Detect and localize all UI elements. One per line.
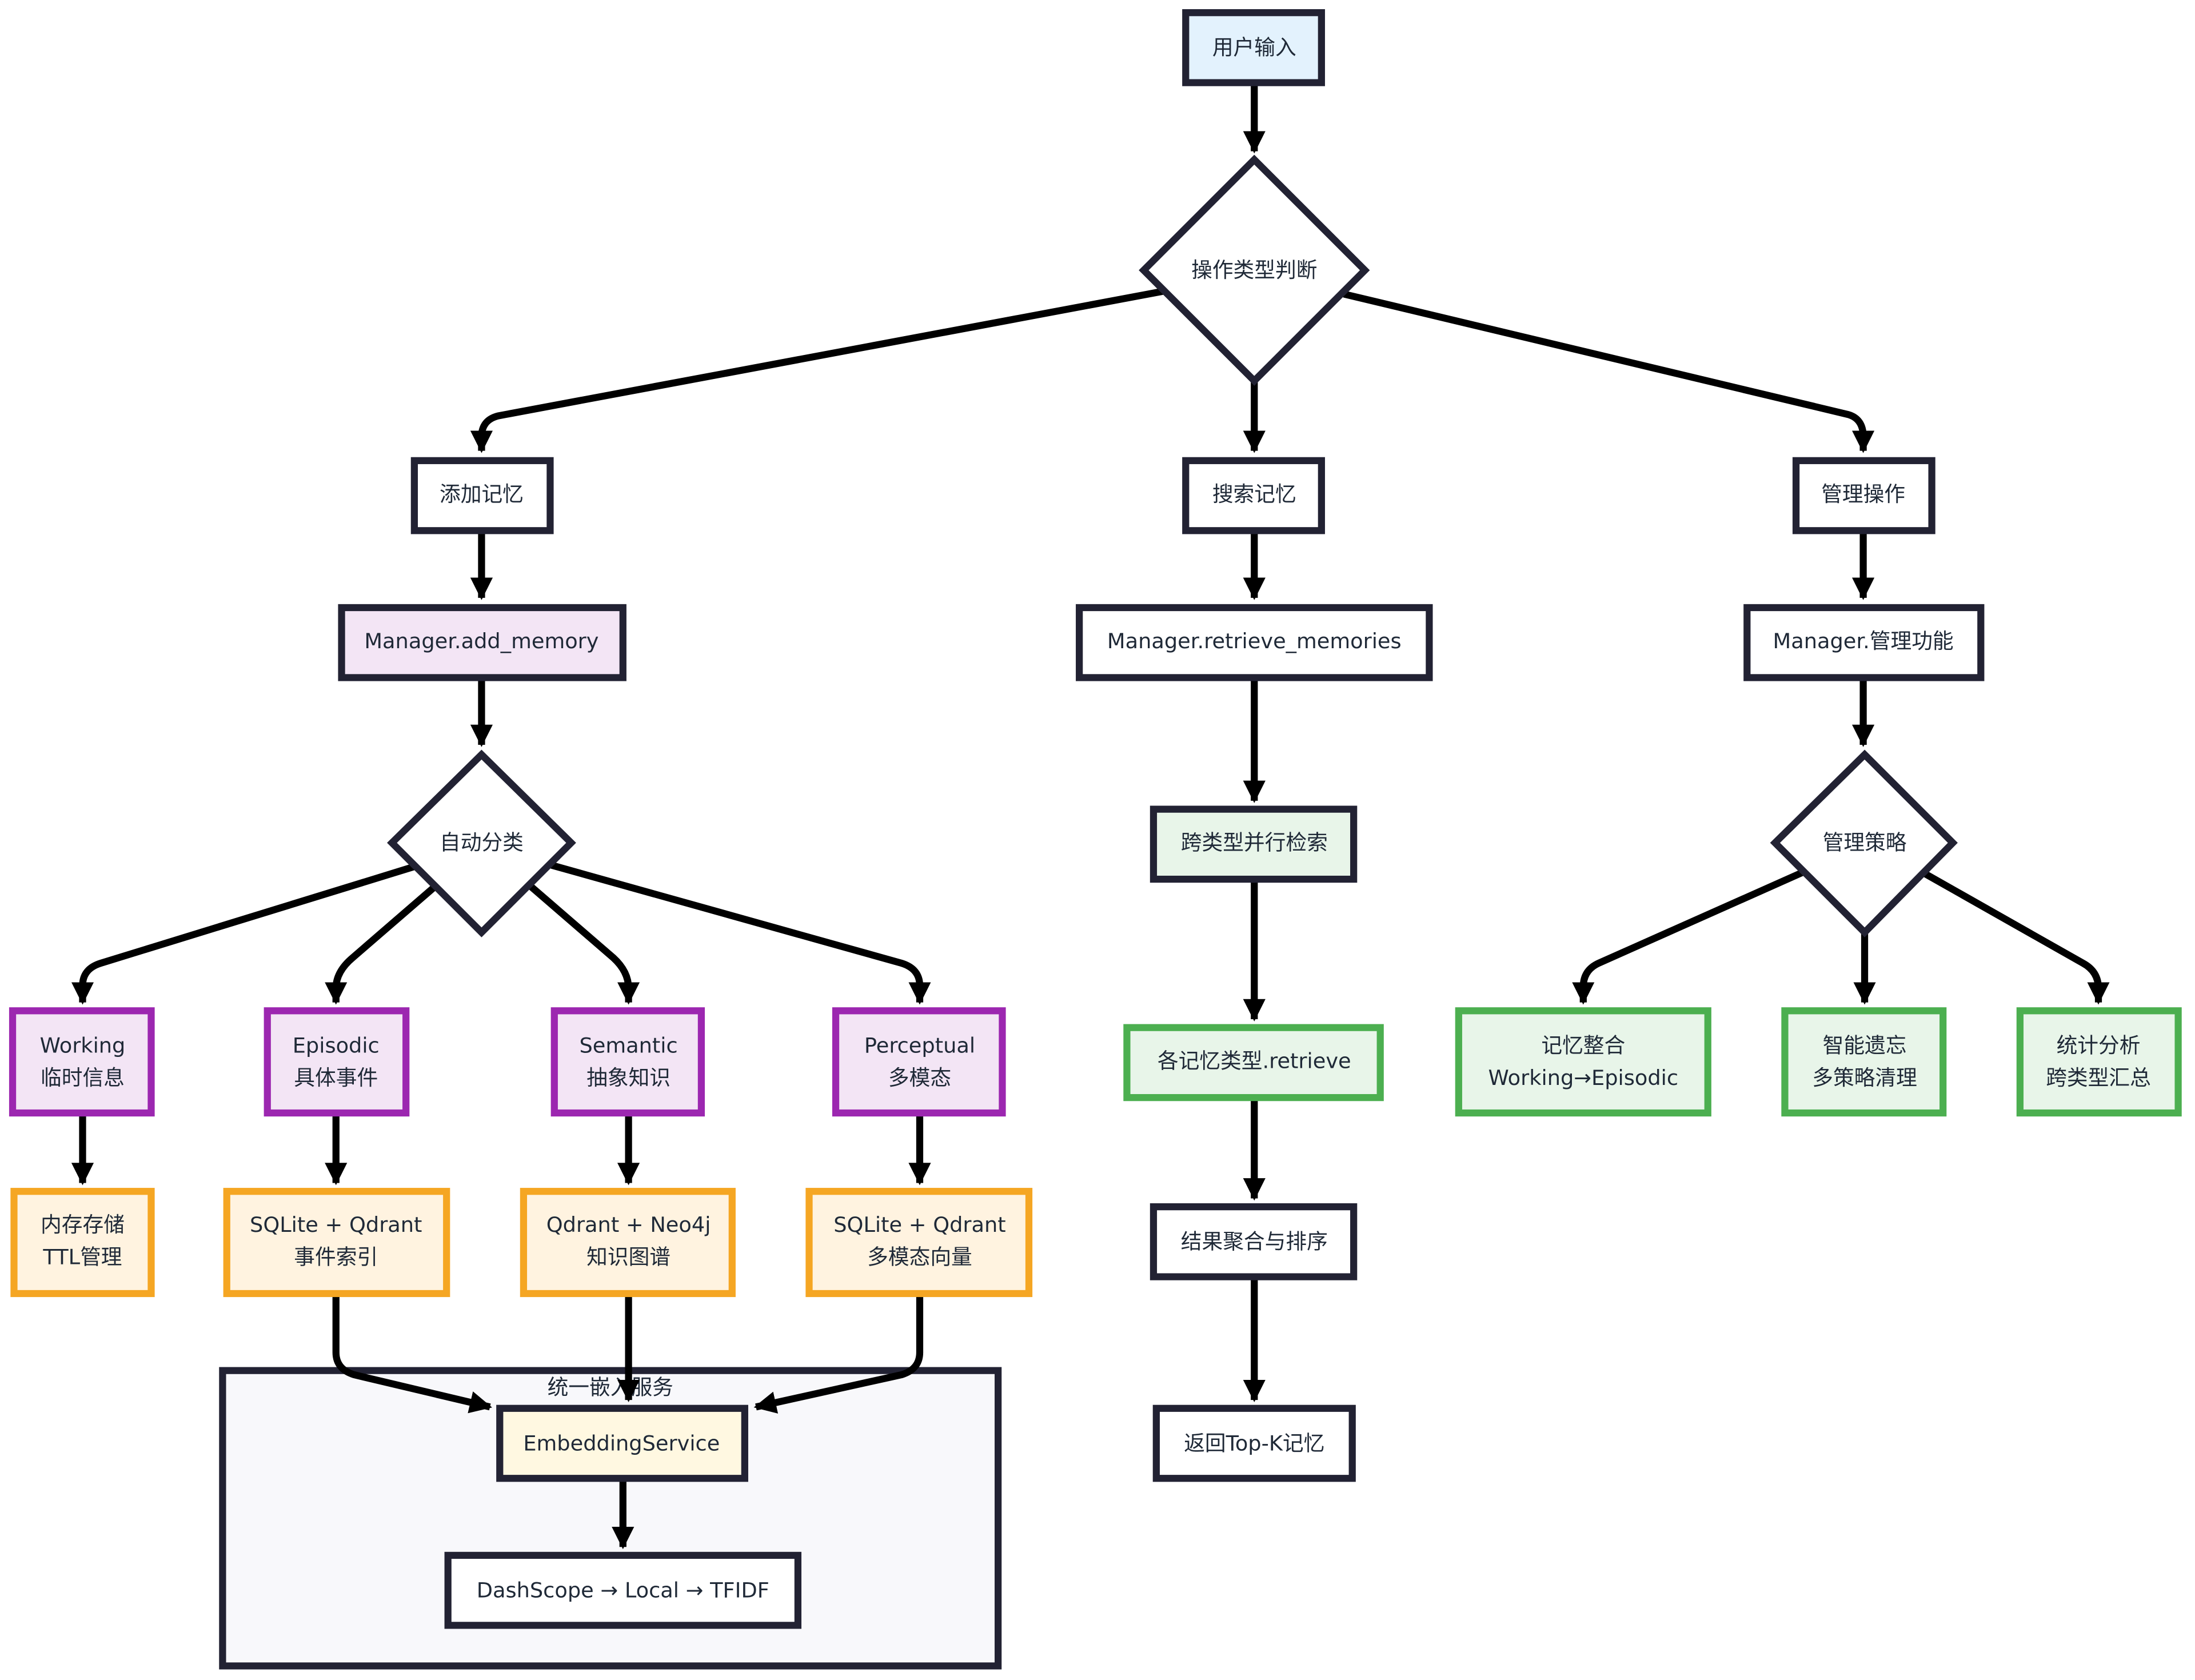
node-sqlite-qdrant-events: SQLite + Qdrant 事件索引 — [223, 1188, 450, 1298]
edge-sqlite1-to-embedding — [332, 1295, 492, 1414]
svg-text:管理策略: 管理策略 — [1823, 831, 1907, 855]
edge-classify-to-perceptual — [550, 861, 931, 1005]
decision-manage-strategy: 管理策略 — [1770, 749, 1958, 937]
svg-text:结果聚合与排序: 结果聚合与排序 — [1181, 1230, 1328, 1254]
edge-strategy-to-consolidate — [1572, 869, 1805, 1005]
svg-text:用户输入: 用户输入 — [1212, 35, 1296, 60]
svg-text:智能遗忘: 智能遗忘 — [1823, 1033, 1907, 1058]
node-manage-ops: 管理操作 — [1792, 457, 1935, 534]
svg-text:Manager.retrieve_memories: Manager.retrieve_memories — [1107, 629, 1402, 653]
svg-text:搜索记忆: 搜索记忆 — [1212, 482, 1296, 506]
cluster-title: 统一嵌入服务 — [548, 1375, 673, 1399]
node-qdrant-neo4j: Qdrant + Neo4j 知识图谱 — [520, 1188, 736, 1298]
node-type-retrieve: 各记忆类型.retrieve — [1123, 1024, 1384, 1102]
node-perceptual-memory: Perceptual 多模态 — [832, 1007, 1006, 1117]
node-episodic-memory: Episodic 具体事件 — [264, 1007, 410, 1117]
node-cross-type-search: 跨类型并行检索 — [1150, 805, 1358, 883]
svg-text:知识图谱: 知识图谱 — [586, 1245, 671, 1270]
node-sqlite-qdrant-multimodal: SQLite + Qdrant 多模态向量 — [805, 1188, 1033, 1298]
edge-classify-to-episodic — [325, 883, 438, 1005]
svg-text:Episodic: Episodic — [293, 1033, 380, 1058]
svg-text:事件索引: 事件索引 — [294, 1245, 378, 1270]
node-embedding-fallback-chain: DashScope → Local → TFIDF — [444, 1551, 802, 1629]
svg-text:内存存储: 内存存储 — [41, 1212, 125, 1237]
svg-text:Perceptual: Perceptual — [864, 1033, 975, 1058]
node-stats: 统计分析 跨类型汇总 — [2016, 1007, 2182, 1117]
svg-text:TTL管理: TTL管理 — [42, 1245, 122, 1270]
svg-text:具体事件: 具体事件 — [294, 1066, 378, 1090]
svg-text:SQLite + Qdrant: SQLite + Qdrant — [250, 1212, 422, 1237]
edge-classify-to-working — [71, 863, 416, 1005]
svg-text:自动分类: 自动分类 — [440, 831, 524, 855]
svg-text:各记忆类型.retrieve: 各记忆类型.retrieve — [1158, 1049, 1351, 1074]
edge-strategy-to-stats — [1923, 870, 2110, 1005]
node-memory-store: 内存存储 TTL管理 — [10, 1188, 155, 1298]
node-manager-add-memory: Manager.add_memory — [338, 604, 626, 681]
node-manager-manage: Manager.管理功能 — [1743, 604, 1985, 681]
svg-text:添加记忆: 添加记忆 — [440, 482, 524, 506]
svg-text:抽象知识: 抽象知识 — [586, 1066, 671, 1090]
node-add-memory: 添加记忆 — [410, 457, 554, 534]
svg-text:Manager.add_memory: Manager.add_memory — [364, 629, 598, 653]
decision-auto-classify: 自动分类 — [387, 749, 576, 937]
svg-text:多模态: 多模态 — [888, 1066, 951, 1090]
svg-text:EmbeddingService: EmbeddingService — [523, 1431, 720, 1455]
node-search-memory: 搜索记忆 — [1182, 457, 1325, 534]
node-smart-forget: 智能遗忘 多策略清理 — [1781, 1007, 1947, 1117]
svg-text:返回Top-K记忆: 返回Top-K记忆 — [1184, 1431, 1324, 1455]
node-semantic-memory: Semantic 抽象知识 — [550, 1007, 705, 1117]
edge-sqlite2-to-embedding — [753, 1295, 924, 1414]
svg-text:Semantic: Semantic — [579, 1033, 677, 1058]
svg-text:跨类型汇总: 跨类型汇总 — [2046, 1066, 2151, 1090]
node-manager-retrieve: Manager.retrieve_memories — [1076, 604, 1433, 681]
node-return-topk: 返回Top-K记忆 — [1152, 1404, 1356, 1482]
svg-text:DashScope → Local → TFIDF: DashScope → Local → TFIDF — [477, 1578, 769, 1602]
svg-text:统计分析: 统计分析 — [2057, 1033, 2141, 1058]
node-merge-rank: 结果聚合与排序 — [1150, 1203, 1358, 1280]
node-consolidate: 记忆整合 Working→Episodic — [1455, 1007, 1711, 1117]
svg-text:多策略清理: 多策略清理 — [1812, 1066, 1917, 1090]
svg-text:Working: Working — [40, 1033, 126, 1058]
svg-text:临时信息: 临时信息 — [41, 1066, 125, 1090]
decision-operation-type: 操作类型判断 — [1139, 154, 1370, 386]
edge-optype-to-manage — [1343, 290, 1875, 453]
svg-text:记忆整合: 记忆整合 — [1541, 1033, 1625, 1058]
svg-text:操作类型判断: 操作类型判断 — [1191, 258, 1317, 282]
svg-text:SQLite + Qdrant: SQLite + Qdrant — [833, 1212, 1005, 1237]
svg-text:Manager.管理功能: Manager.管理功能 — [1773, 629, 1954, 653]
svg-text:Qdrant + Neo4j: Qdrant + Neo4j — [546, 1212, 711, 1237]
svg-text:Working→Episodic: Working→Episodic — [1488, 1066, 1679, 1090]
node-user-input: 用户输入 — [1182, 9, 1325, 86]
edges — [71, 82, 2110, 1550]
svg-text:多模态向量: 多模态向量 — [867, 1245, 972, 1270]
edge-classify-to-semantic — [528, 883, 640, 1005]
svg-text:跨类型并行检索: 跨类型并行检索 — [1181, 831, 1328, 855]
svg-text:管理操作: 管理操作 — [1821, 482, 1905, 506]
edge-optype-to-add — [470, 288, 1164, 453]
node-working-memory: Working 临时信息 — [9, 1007, 155, 1117]
node-embedding-service: EmbeddingService — [496, 1404, 748, 1482]
